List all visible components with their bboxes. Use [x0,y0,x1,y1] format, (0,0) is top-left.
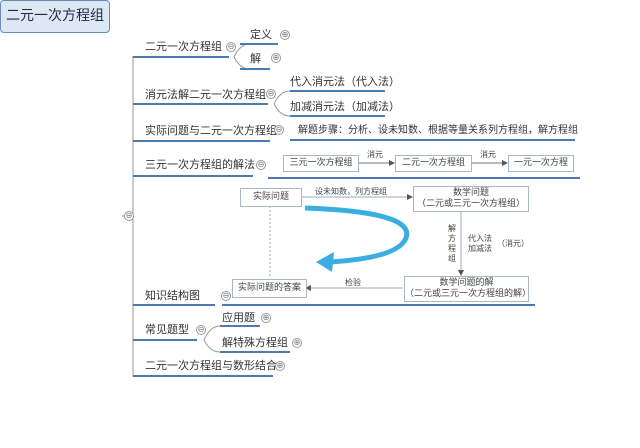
node-special-systems[interactable]: 解特殊方程组 [222,336,288,349]
edge-label-solve: 解方程组 [448,224,456,263]
curved-arrow [304,205,410,265]
math-problem-sub: （二元或三元一次方程组） [416,199,525,209]
edge-label-check: 检验 [345,278,361,287]
math-problem-title: 数学问题 [452,188,489,198]
box-real-answer: 实际问题的答案 [232,279,307,298]
math-solution-title: 数学问题的解 [439,278,494,288]
branch-b4[interactable]: 三元一次方程组的解法 [145,158,255,171]
node-addition[interactable]: 加减消元法（加减法） [290,100,400,113]
branch-b2[interactable]: 消元法解二元一次方程组 [145,88,266,101]
node-definition[interactable]: 定义 [250,28,272,41]
edge-label-set: 设未知数，列方程组 [315,187,387,196]
root-node[interactable]: 二元一次方程组 [0,0,110,33]
collapse-icon[interactable]: ⊖ [221,291,231,301]
node-applications[interactable]: 应用题 [222,311,255,324]
branch-b5[interactable]: 知识结构图 [145,289,200,302]
expand-icon[interactable]: ⊕ [261,313,271,323]
edge-label-methods-2: 加减法 [468,244,492,253]
collapse-icon[interactable]: ⊖ [196,325,206,335]
expand-icon[interactable]: ⊕ [275,361,285,371]
branch-b7[interactable]: 二元一次方程组与数形结合 [145,359,277,372]
branch-b1[interactable]: 二元一次方程组 [145,40,222,53]
collapse-icon[interactable]: ⊖ [266,89,276,99]
branch-b3[interactable]: 实际问题与二元一次方程组 [145,124,277,137]
collapse-icon[interactable]: ⊖ [226,42,236,52]
node-substitution[interactable]: 代入消元法（代入法） [290,75,400,88]
math-solution-sub: （二元或三元一次方程组的解） [405,289,532,299]
box-math-solution: 数学问题的解 （二元或三元一次方程组的解） [404,276,532,302]
box-math-problem: 数学问题 （二元或三元一次方程组） [413,186,529,212]
flow-box-binary: 二元一次方程组 [395,155,472,172]
collapse-icon[interactable]: ⊖ [256,160,266,170]
expand-icon[interactable]: ⊕ [292,338,302,348]
node-solution[interactable]: 解 [250,52,261,65]
expand-icon[interactable]: ⊕ [271,53,281,63]
flow-box-linear: 一元一次方程 [508,155,574,172]
box-real-problem: 实际问题 [240,188,302,207]
edge-label-methods-1: 代入法 [468,234,492,243]
node-steps[interactable]: 解题步骤：分析、设未知数、根据等量关系列方程组，解方程组 [298,125,578,136]
collapse-icon[interactable]: ⊖ [274,125,284,135]
arrow-label: 消元 [367,150,383,159]
edge-label-methods-3: （消元） [497,239,529,248]
flow-box-ternary: 三元一次方程组 [283,155,359,172]
arrow-label: 消元 [480,150,496,159]
collapse-icon[interactable]: ⊖ [124,211,134,221]
branch-b6[interactable]: 常见题型 [145,323,189,336]
expand-icon[interactable]: ⊕ [280,30,290,40]
